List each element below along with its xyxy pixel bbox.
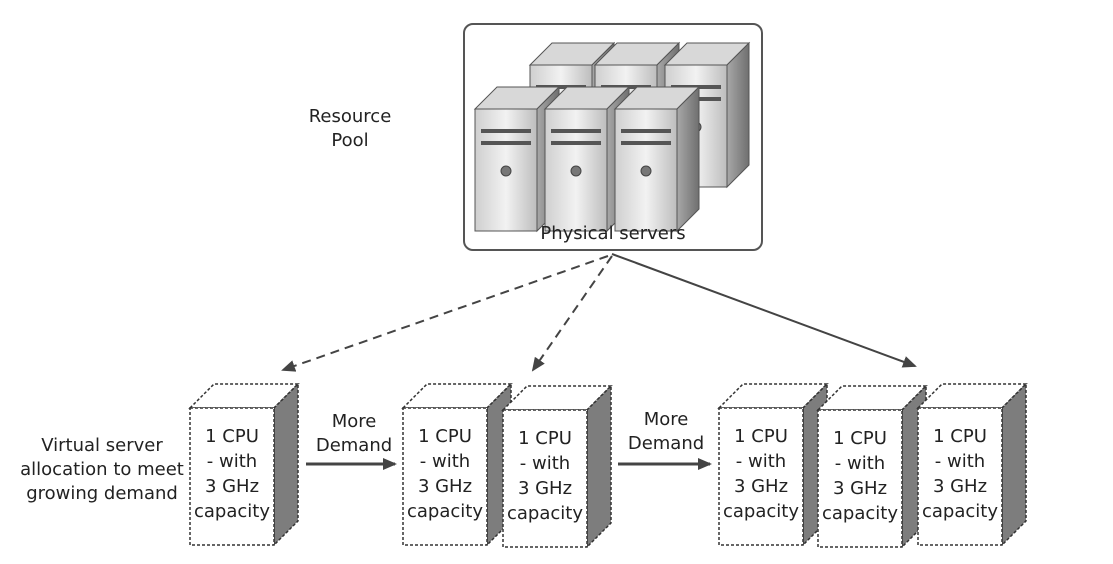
vm-spec-text: capacity xyxy=(723,501,799,522)
vm-spec-text: capacity xyxy=(407,501,483,522)
vm-spec-text: 3 GHz xyxy=(518,478,572,499)
solid-connector xyxy=(611,253,917,368)
vm-spec-text: 1 CPU xyxy=(833,428,887,449)
virtual-server-box: 1 CPU - with 3 GHz capacity xyxy=(401,382,513,547)
physical-server-icon xyxy=(613,85,701,233)
vm-spec-text: - with xyxy=(207,451,257,472)
virtual-server-box: 1 CPU - with 3 GHz capacity xyxy=(717,382,829,547)
virtual-server-box: 1 CPU - with 3 GHz capacity xyxy=(916,382,1028,547)
vm-spec-text: 3 GHz xyxy=(833,478,887,499)
vm-spec-text: capacity xyxy=(922,501,998,522)
vm-spec-text: - with xyxy=(420,451,470,472)
vm-spec-text: capacity xyxy=(507,503,583,524)
vm-spec-text: 3 GHz xyxy=(933,476,987,497)
vm-spec-text: 1 CPU xyxy=(205,426,259,447)
virtual-server-label: Virtual server allocation to meet growin… xyxy=(20,435,184,504)
vm-spec-text: 3 GHz xyxy=(418,476,472,497)
resource-pool-label: Resource Pool xyxy=(308,106,392,151)
vm-spec-text: - with xyxy=(935,451,985,472)
virtual-server-box: 1 CPU - with 3 GHz capacity xyxy=(188,382,300,547)
more-demand-label-2: More Demand xyxy=(627,409,705,454)
vm-spec-text: 1 CPU xyxy=(933,426,987,447)
vm-spec-text: capacity xyxy=(822,503,898,524)
resource-pool-box: Physical servers xyxy=(463,23,763,251)
vm-spec-text: capacity xyxy=(194,501,270,522)
dashed-connector-2 xyxy=(531,255,613,372)
vm-spec-text: 1 CPU xyxy=(418,426,472,447)
vm-spec-text: - with xyxy=(835,453,885,474)
vm-spec-text: 1 CPU xyxy=(518,428,572,449)
vm-spec-text: 3 GHz xyxy=(734,476,788,497)
virtual-server-box: 1 CPU - with 3 GHz capacity xyxy=(501,384,613,549)
vm-spec-text: 1 CPU xyxy=(734,426,788,447)
physical-servers-caption: Physical servers xyxy=(540,223,686,244)
more-demand-label-1: More Demand xyxy=(315,411,393,456)
physical-servers-graphic xyxy=(473,41,751,233)
vm-spec-text: - with xyxy=(736,451,786,472)
vm-spec-text: 3 GHz xyxy=(205,476,259,497)
vm-spec-text: - with xyxy=(520,453,570,474)
dashed-connector-1 xyxy=(281,255,609,372)
virtual-server-box: 1 CPU - with 3 GHz capacity xyxy=(816,384,928,549)
